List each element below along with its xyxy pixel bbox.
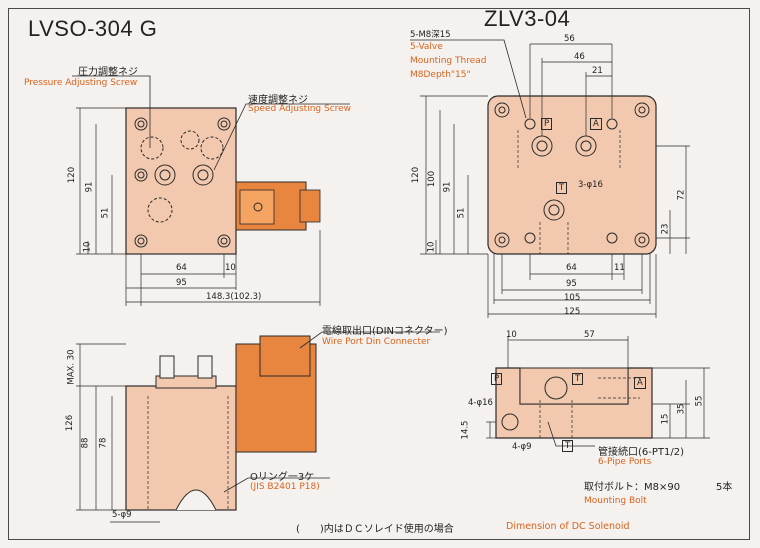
subplate-top (487, 95, 657, 255)
dim-57-br: 57 (584, 330, 595, 340)
dim-46: 46 (574, 52, 585, 62)
wire-port-label-jp: 電線取出口(DINコネクター) (322, 326, 448, 337)
port-t-side: T (572, 373, 584, 385)
page-border (8, 8, 750, 540)
valve-body-side (125, 385, 237, 511)
pipe-ports-label-jp: 管接続口(6-PT1/2) (598, 447, 685, 458)
dim-4-phi9: 4-φ9 (512, 442, 532, 452)
dim-125-right: 125 (564, 307, 581, 317)
holes-3-phi16: 3-φ16 (578, 180, 603, 190)
dim-23-right: 23 (660, 223, 671, 235)
mounting-bolt-label-en: Mounting Bolt (584, 496, 647, 506)
dim-95-left: 95 (176, 278, 187, 288)
dim-35-br: 35 (676, 403, 687, 415)
dim-51-left: 51 (100, 207, 111, 219)
dim-126: 126 (65, 414, 76, 432)
dim-105-right: 105 (564, 293, 581, 303)
dim-5-phi9: 5-φ9 (112, 510, 132, 520)
dim-88: 88 (80, 437, 91, 449)
right-model-title: ZLV3-04 (484, 6, 571, 31)
oring-label-jp: Oリング一3ケ (250, 472, 315, 483)
dim-78: 78 (98, 437, 109, 449)
dim-120-right: 120 (411, 166, 422, 184)
dim-91-right: 91 (442, 181, 453, 193)
pipe-ports-label-en: 6-Pipe Ports (598, 457, 652, 467)
port-p-side: P (491, 373, 503, 385)
dim-11-right: 11 (614, 263, 625, 273)
dim-51-right: 51 (456, 207, 467, 219)
thread-label-jp: 5-M8深15 (410, 30, 451, 40)
port-p-label: P (541, 118, 553, 130)
speed-screw-label-en: Speed Adjusting Screw (248, 104, 352, 114)
pressure-screw-label-jp: 圧力調整ネジ (78, 67, 138, 78)
dim-100-right: 100 (427, 170, 438, 188)
dim-91-left: 91 (84, 181, 95, 193)
pressure-screw-label-en: Pressure Adjusting Screw (24, 78, 138, 88)
mounting-bolt-qty: 5本 (716, 482, 733, 493)
footer-note-jp: ( )内はＤＣソレイド使用の場合 (296, 524, 454, 535)
thread-label-en3: M8Depth"15" (410, 70, 471, 80)
thread-label-en2: Mounting Thread (410, 56, 487, 66)
thread-label-en1: 5-Valve (410, 42, 443, 52)
bottom-right-view (486, 336, 710, 447)
top-right-view (410, 39, 690, 318)
port-t2-side: T (562, 440, 574, 452)
dim-64-right: 64 (566, 263, 577, 273)
top-left-view (72, 75, 350, 306)
speed-screw-label-jp: 速度調整ネジ (248, 95, 308, 106)
dim-4-phi16: 4-φ16 (468, 398, 493, 408)
port-t-label: T (556, 182, 568, 194)
dim-10-br: 10 (506, 330, 517, 340)
footer-note-en: Dimension of DC Solenoid (506, 521, 630, 532)
dim-14-5: 14.5 (460, 420, 471, 440)
dim-10b-left: 10 (225, 263, 236, 273)
bottom-left-view (76, 331, 440, 523)
dim-10-left: 10 (82, 241, 93, 253)
port-a-label: A (590, 118, 602, 130)
dim-56: 56 (564, 34, 575, 44)
dim-120-left: 120 (67, 166, 78, 184)
mounting-bolt-label-jp: 取付ボルト：M8×90 (584, 482, 681, 493)
dim-64-left: 64 (176, 263, 187, 273)
dim-max30: MAX. 30 (66, 349, 77, 385)
port-a-side: A (634, 377, 646, 389)
dim-148-left: 148.3(102.3) (206, 292, 262, 302)
valve-body-top (125, 107, 237, 255)
oring-label-en: (JIS B2401 P18) (250, 482, 320, 492)
dim-15-br: 15 (660, 413, 671, 425)
dim-95-right: 95 (566, 279, 577, 289)
wire-port-label-en: Wire Port Din Connecter (322, 337, 431, 347)
dim-10-right: 10 (426, 241, 437, 253)
dim-55-br: 55 (694, 395, 705, 407)
dim-72-right: 72 (676, 189, 687, 201)
dim-21: 21 (592, 66, 603, 76)
left-model-title: LVSO-304 G (28, 16, 158, 41)
